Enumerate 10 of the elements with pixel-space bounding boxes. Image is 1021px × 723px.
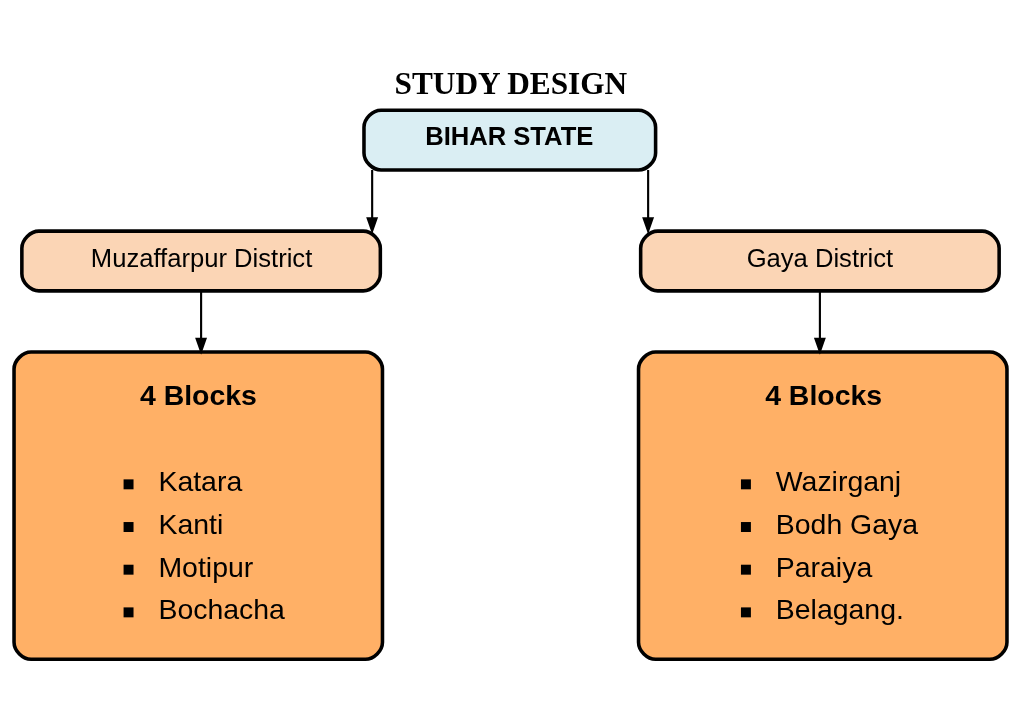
arrow xyxy=(813,290,826,355)
node-box: 4 Blocks Katara Kanti Motipur Bochacha xyxy=(12,349,385,661)
arrow xyxy=(366,169,379,234)
node-box: BIHAR STATE xyxy=(362,107,658,172)
node-box: Gaya District xyxy=(638,228,1001,293)
node-box: Muzaffarpur District xyxy=(20,228,383,293)
arrow xyxy=(195,290,208,355)
arrow xyxy=(642,169,655,234)
node-box: 4 Blocks Wazirganj Bodh Gaya Paraiya Belagang. xyxy=(636,349,1009,661)
diagram-title: STUDY DESIGN xyxy=(394,65,628,101)
